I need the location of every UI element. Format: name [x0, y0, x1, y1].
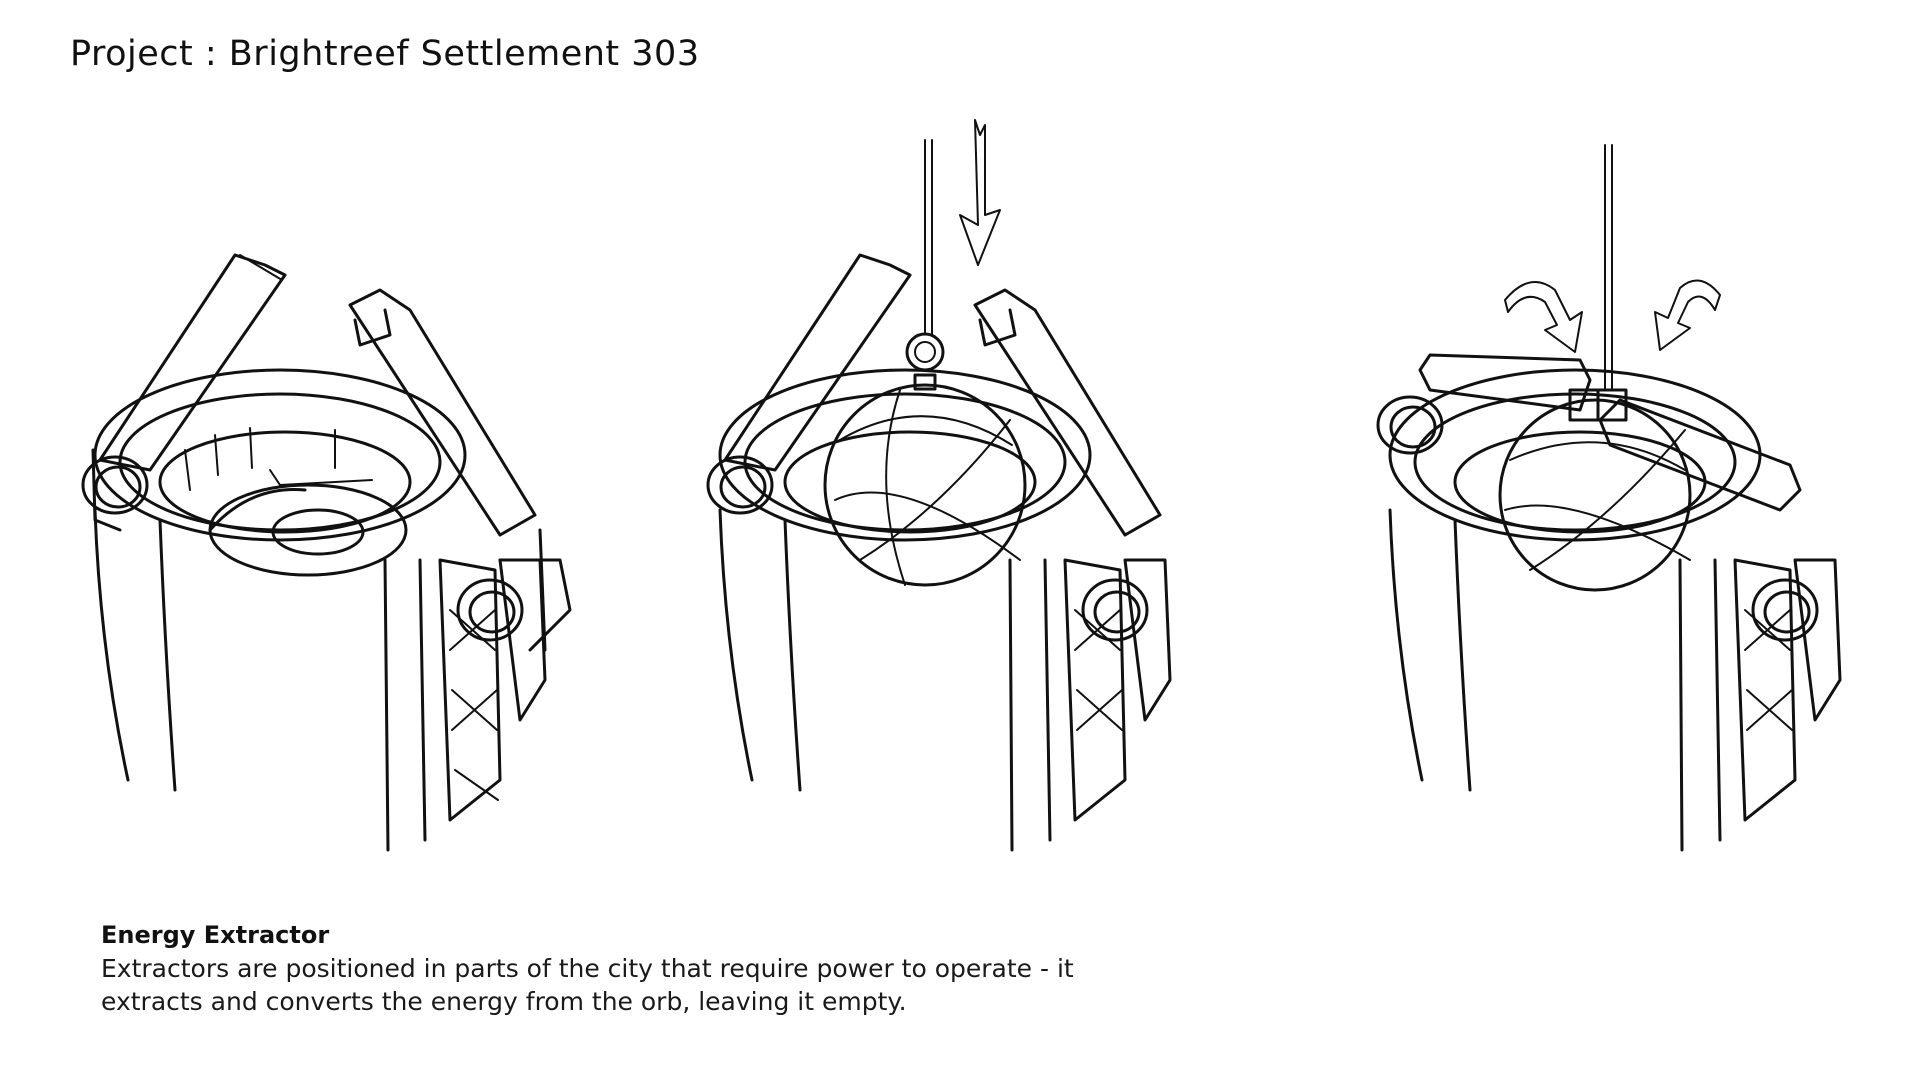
- support-tower: [1065, 560, 1170, 820]
- caption-line: extracts and converts the energy from th…: [101, 985, 1101, 1018]
- caption-block: Energy Extractor Extractors are position…: [101, 918, 1101, 1018]
- support-tower: [1735, 560, 1840, 820]
- rotate-arrow-icon: [1505, 282, 1582, 352]
- down-arrow-icon: [960, 120, 1000, 265]
- extractor-sketch-1: [83, 255, 570, 850]
- illustration-strip: [0, 90, 1920, 890]
- cylinder-icon: [720, 370, 1090, 850]
- extractor-sketch-3: [1378, 145, 1840, 850]
- cable-icon: [1605, 145, 1612, 390]
- extractor-sketch-2: [708, 120, 1170, 850]
- sketch-canvas: [0, 90, 1920, 890]
- page-title: Project : Brightreef Settlement 303: [70, 28, 700, 72]
- caption-body: Extractors are positioned in parts of th…: [101, 952, 1101, 1018]
- clamp-icon: [1378, 355, 1817, 640]
- cable-icon: [925, 140, 932, 334]
- cylinder-icon: [95, 370, 465, 850]
- caption-heading: Energy Extractor: [101, 918, 1101, 952]
- arm-icon: [83, 255, 285, 530]
- rotate-arrow-icon: [1655, 280, 1720, 350]
- orb-icon: [1500, 400, 1690, 590]
- support-tower: [440, 530, 545, 820]
- caption-line: Extractors are positioned in parts of th…: [101, 952, 1101, 985]
- arm-icon: [708, 255, 910, 513]
- arm-icon: [350, 290, 570, 650]
